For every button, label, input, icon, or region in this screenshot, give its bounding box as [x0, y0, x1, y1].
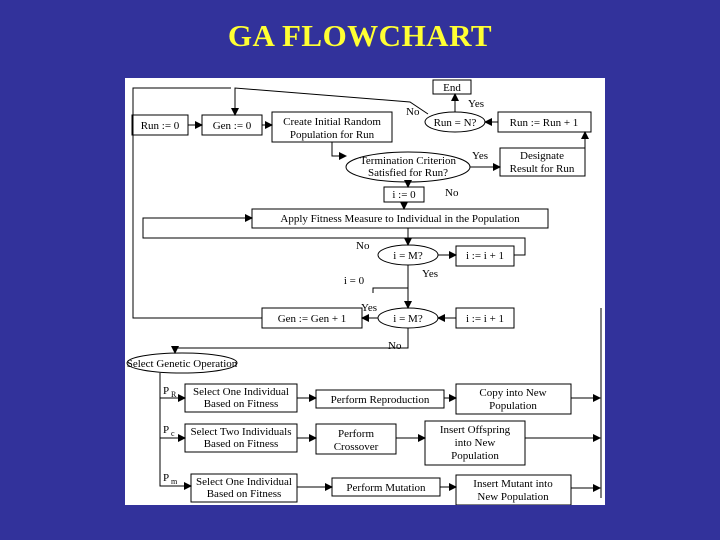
mutant-label-2: New Population: [477, 491, 549, 503]
run-equals-n-label: Run = N?: [434, 117, 477, 129]
pc-label-sub: c: [171, 429, 175, 438]
pm-label-main: P: [163, 472, 169, 484]
crossover-label-1: Perform: [338, 428, 374, 440]
yes-end-label: Yes: [468, 98, 484, 110]
copy-label-1: Copy into New: [479, 387, 546, 399]
select-operation-label: Select Genetic Operation: [127, 358, 238, 370]
pm-label-sub: m: [171, 477, 178, 486]
gen-increment-label: Gen := Gen + 1: [278, 313, 347, 325]
select-two-box: [184, 423, 298, 453]
insert-mutant-box: [455, 474, 572, 505]
yes-gen-label: Yes: [361, 302, 377, 314]
select-operation-decision: [126, 352, 238, 374]
designate-result-box: [499, 147, 586, 177]
connector-op-branch: [159, 373, 192, 490]
i-increment-label-a: i := i + 1: [466, 250, 504, 262]
flowchart-diagram: End Run := 0 Gen := 0 Create Initial Ran…: [126, 79, 602, 505]
crossover-box: [315, 423, 397, 455]
designate-label-1: Designate: [520, 150, 564, 162]
offspring-label-1: Insert Offspring: [440, 424, 511, 436]
select-one-b-label-1: Select One Individual: [196, 476, 292, 488]
connector-to-select-op: [171, 328, 409, 354]
connector-gen-loop: [132, 87, 262, 319]
no-fitness-label: No: [356, 240, 370, 252]
insert-offspring-box: [424, 420, 526, 466]
connector-fitness-loop: [142, 214, 526, 256]
yes-term-label: Yes: [472, 150, 488, 162]
i-equals-m-label-b: i = M?: [393, 313, 423, 325]
flowchart-panel: End Run := 0 Gen := 0 Create Initial Ran…: [125, 78, 605, 505]
no-term-label: No: [445, 187, 459, 199]
end-label: End: [443, 82, 461, 94]
run-increment-label: Run := Run + 1: [510, 117, 579, 129]
select-two-label-2: Based on Fitness: [204, 438, 279, 450]
offspring-label-2: into New: [455, 437, 496, 449]
pc-label-main: P: [163, 424, 169, 436]
copy-population-box: [455, 383, 572, 415]
select-two-label-1: Select Two Individuals: [190, 426, 291, 438]
designate-label-2: Result for Run: [510, 163, 575, 175]
i-increment-label-b: i := i + 1: [466, 313, 504, 325]
create-label-1: Create Initial Random: [283, 116, 381, 128]
connector-create-term: [331, 142, 347, 160]
i-equals-m-label-a: i = M?: [393, 250, 423, 262]
no-gen-label: No: [388, 340, 402, 352]
termination-label-1: Termination Criterion: [360, 155, 457, 167]
mutation-label: Perform Mutation: [346, 482, 426, 494]
reproduction-label: Perform Reproduction: [331, 394, 430, 406]
yes-fitness-label: Yes: [422, 268, 438, 280]
select-one-b-label-2: Based on Fitness: [207, 488, 282, 500]
select-one-box-b: [190, 473, 298, 503]
select-one-a-label-2: Based on Fitness: [204, 398, 279, 410]
run-zero-label: Run := 0: [141, 120, 180, 132]
select-one-box-a: [184, 383, 298, 413]
termination-label-2: Satisfied for Run?: [368, 167, 448, 179]
create-population-box: [271, 111, 393, 143]
connector-i0-b: [372, 265, 409, 293]
apply-fitness-label: Apply Fitness Measure to Individual in t…: [280, 213, 520, 225]
create-label-2: Population for Run: [290, 129, 375, 141]
pr-label-main: P: [163, 385, 169, 397]
slide-title: GA FLOWCHART: [227, 18, 493, 53]
offspring-label-3: Population: [451, 450, 499, 462]
pr-label-sub: R: [171, 390, 177, 399]
no-run-label: No: [406, 106, 420, 118]
mutant-label-1: Insert Mutant into: [473, 478, 553, 490]
copy-label-2: Population: [489, 400, 537, 412]
i-zero-label-b: i = 0: [344, 275, 365, 287]
select-one-a-label-1: Select One Individual: [193, 386, 289, 398]
connector-run-loop: [231, 87, 429, 116]
gen-zero-label: Gen := 0: [213, 120, 252, 132]
crossover-label-2: Crossover: [334, 441, 379, 453]
i-zero-label: i := 0: [392, 189, 416, 201]
